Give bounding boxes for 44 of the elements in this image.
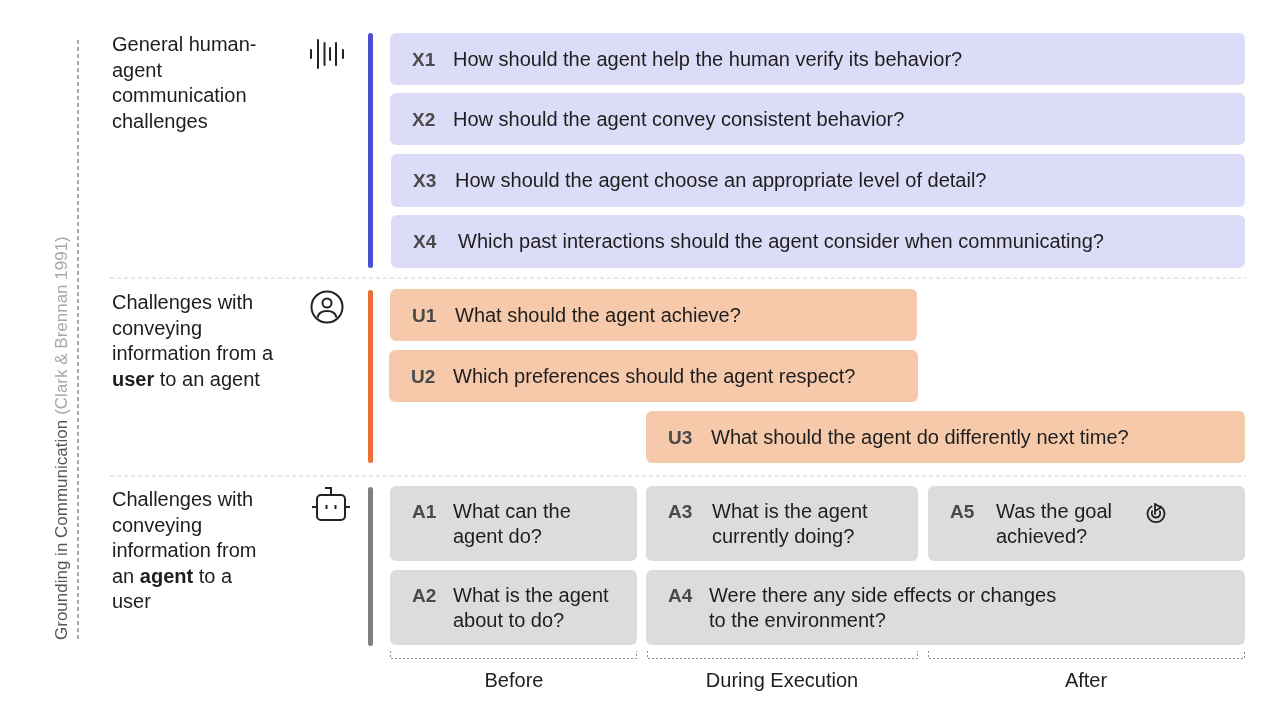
question-text: How should the agent help the human verify its behavior? [453,46,963,72]
question-code: A5 [950,500,975,524]
axis-title: Grounding in Communication [52,419,71,640]
question-card [928,486,1245,561]
question-card [390,93,1245,145]
column-label: After [1064,668,1108,692]
question-code: X2 [412,107,436,132]
question-text: What can the agent do? [453,499,572,549]
column-label: Before [484,668,544,692]
question-card [390,570,637,645]
question-text: What should the agent achieve? [455,302,741,328]
question-code: A1 [412,500,437,524]
question-code: U3 [668,425,693,450]
question-text: How should the agent convey consistent behavior? [453,106,905,132]
row-heading: Challenges with conveying information from an agent to a user [112,487,258,614]
question-card [390,33,1245,85]
citation: (Clark & Brennan 1991) [52,236,71,415]
question-card [646,486,918,561]
question-card [646,411,1245,463]
question-text: How should the agent choose an appropriate level of detail? [455,168,987,193]
row-heading: Challenges with conveying information from a user to an agent [112,290,275,392]
question-code: A2 [412,584,437,608]
question-code: U2 [411,364,436,389]
question-code: X3 [413,169,437,193]
question-text: What should the agent do differently next time? [711,424,1129,450]
question-text: Was the goal achieved? [996,499,1113,549]
question-card [389,350,918,402]
question-code: U1 [412,303,437,328]
question-card [391,154,1245,207]
column-label: During Execution [705,668,859,692]
question-code: X1 [412,47,436,72]
question-card [390,289,917,341]
question-text: What is the agent currently doing? [712,499,869,549]
row-heading: General human-agent communication challenges [112,32,258,134]
question-text: What is the agent about to do? [453,583,610,633]
question-code: A4 [668,584,693,608]
question-text: Which past interactions should the agent consider when communicating? [458,229,1104,254]
question-card [646,570,1245,645]
question-card [391,215,1245,268]
question-text: Were there any side effects or changes to the environment? [709,583,1058,633]
question-card [390,486,637,561]
question-text: Which preferences should the agent respect? [453,363,856,389]
question-code: X4 [413,230,437,254]
question-code: A3 [668,500,693,524]
